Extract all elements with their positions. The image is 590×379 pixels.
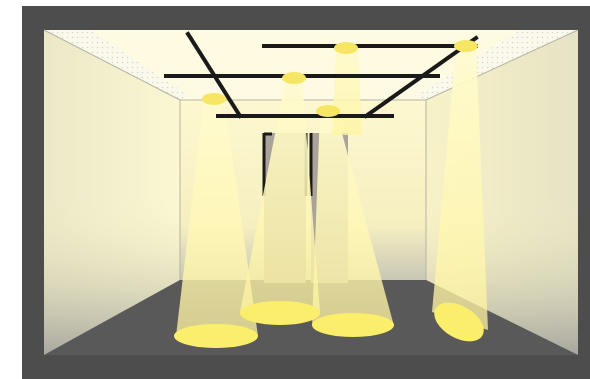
fixture-5: [454, 40, 478, 52]
light-pool-3: [312, 313, 394, 337]
fixture-3: [316, 105, 340, 117]
light-pool-1: [174, 324, 258, 348]
fixture-1: [202, 93, 226, 105]
fixture-2: [282, 72, 306, 84]
fixture-4: [334, 42, 358, 54]
light-beam-4: [332, 48, 362, 135]
light-pool-2: [240, 301, 320, 325]
